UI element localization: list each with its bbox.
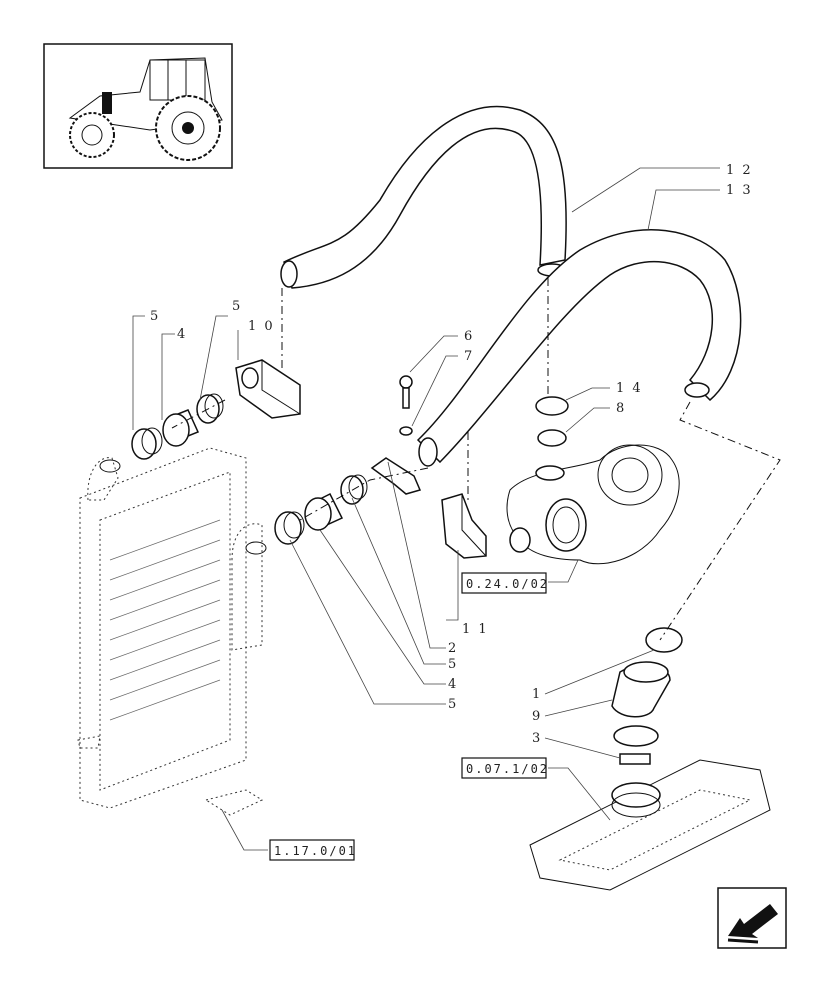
callout-2: 2 [448,641,458,656]
callout-1: 1 [532,687,542,702]
callout-13: 1 3 [726,183,753,198]
tractor-thumbnail-icon[interactable] [43,43,233,169]
intake-manifold [529,759,771,891]
bolt-6 [399,375,413,409]
callout-12: 1 2 [726,163,753,178]
turbocharger [506,396,680,565]
callout-5-c: 5 [448,657,458,672]
bracket-10 [235,359,301,419]
ref-intercooler-label: 1.17.0/01 [274,844,357,858]
ref-box-turbo[interactable]: 0.24.0/02 [461,572,549,594]
callout-7: 7 [464,349,474,364]
callout-10: 1 0 [248,319,275,334]
clamp-set-upper [131,393,224,460]
bracket-11 [441,493,487,559]
ref-intake-label: 0.07.1/02 [466,762,549,776]
callout-11: 1 1 [462,622,489,637]
ref-box-intercooler[interactable]: 1.17.0/01 [269,839,357,861]
callout-5-d: 5 [448,697,458,712]
callout-6: 6 [464,329,474,344]
ref-box-intake[interactable]: 0.07.1/02 [461,757,549,779]
hose-13 [416,229,742,467]
ref-turbo-label: 0.24.0/02 [466,577,549,591]
washer-7 [399,426,413,436]
callout-8: 8 [616,401,626,416]
callout-9: 9 [532,709,542,724]
callout-14: 1 4 [616,381,643,396]
intercooler [77,447,267,816]
callout-5-a: 5 [150,309,160,324]
next-page-arrow-icon[interactable] [717,887,787,949]
callout-4-b: 4 [448,677,458,692]
callout-5-b: 5 [232,299,242,314]
hose-12 [280,105,567,289]
callout-3: 3 [532,731,542,746]
clamp-set-lower [274,457,422,545]
callout-4-a: 4 [177,327,187,342]
elbow-9 [611,627,683,765]
